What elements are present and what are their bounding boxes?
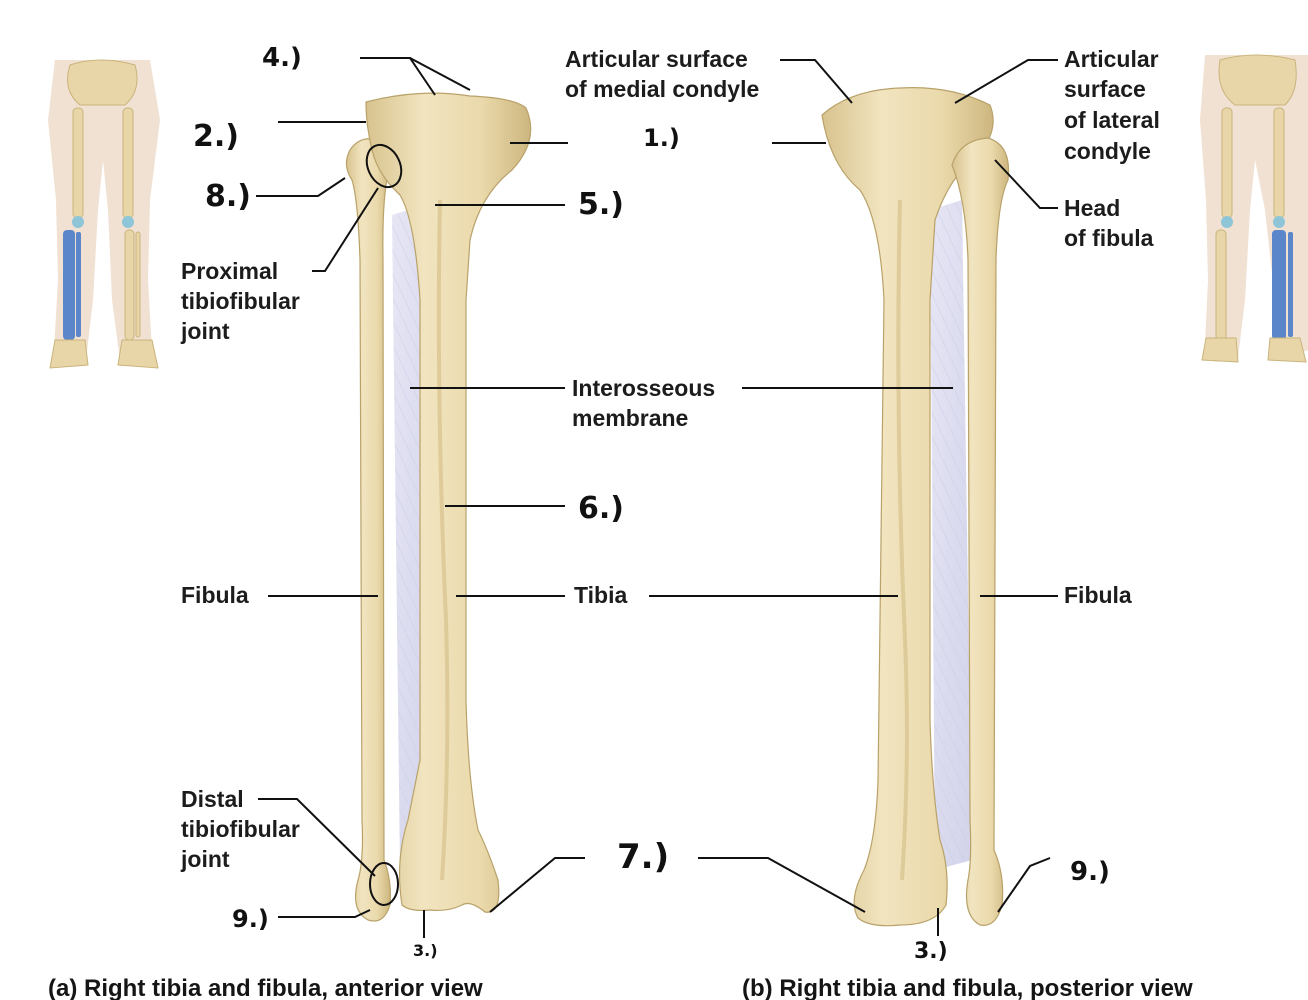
hand-8: 8.) bbox=[205, 179, 251, 214]
hand-5: 5.) bbox=[578, 187, 624, 222]
label-proximal-joint-3: joint bbox=[180, 318, 230, 344]
label-interosseous-1: Interosseous bbox=[572, 375, 715, 401]
hand-7: 7.) bbox=[617, 837, 669, 877]
fibula-anterior bbox=[346, 139, 390, 921]
label-head-of-fibula-1: Head bbox=[1064, 195, 1120, 221]
hand-2: 2.) bbox=[193, 119, 239, 154]
posterior-bones bbox=[822, 88, 1009, 926]
anterior-bones bbox=[346, 93, 530, 921]
hand-6: 6.) bbox=[578, 491, 624, 526]
label-head-of-fibula-2: of fibula bbox=[1064, 225, 1154, 251]
posterior-legs-thumbnail bbox=[1200, 55, 1308, 362]
hand-9-left: 9.) bbox=[232, 905, 269, 933]
label-proximal-joint-1: Proximal bbox=[181, 258, 278, 284]
label-interosseous-2: membrane bbox=[572, 405, 688, 431]
anterior-legs-thumbnail bbox=[48, 60, 160, 368]
label-fibula-left: Fibula bbox=[181, 582, 249, 608]
label-proximal-joint-2: tibiofibular bbox=[181, 288, 300, 314]
label-articular-medial-2: of medial condyle bbox=[565, 76, 759, 102]
label-articular-lateral-1: Articular bbox=[1064, 46, 1159, 72]
label-articular-lateral-4: condyle bbox=[1064, 138, 1151, 164]
label-distal-joint-1: Distal bbox=[181, 786, 244, 812]
hand-4: 4.) bbox=[262, 43, 302, 73]
label-fibula-right: Fibula bbox=[1064, 582, 1132, 608]
hand-1: 1.) bbox=[643, 124, 680, 152]
tibia-anterior bbox=[366, 93, 531, 912]
label-distal-joint-3: joint bbox=[180, 846, 230, 872]
label-tibia: Tibia bbox=[574, 582, 627, 608]
hand-9-right: 9.) bbox=[1070, 857, 1110, 887]
hand-3-right: 3.) bbox=[914, 939, 948, 964]
printed-labels: Articular surface of medial condyle Arti… bbox=[180, 46, 1160, 872]
hand-3-left: 3.) bbox=[413, 941, 438, 960]
captions: (a) Right tibia and fibula, anterior vie… bbox=[48, 975, 1193, 1000]
label-articular-lateral-3: of lateral bbox=[1064, 107, 1160, 133]
caption-posterior: (b) Right tibia and fibula, posterior vi… bbox=[742, 975, 1193, 1000]
label-distal-joint-2: tibiofibular bbox=[181, 816, 300, 842]
caption-anterior: (a) Right tibia and fibula, anterior vie… bbox=[48, 975, 483, 1000]
label-articular-medial-1: Articular surface bbox=[565, 46, 748, 72]
label-articular-lateral-2: surface bbox=[1064, 76, 1146, 102]
